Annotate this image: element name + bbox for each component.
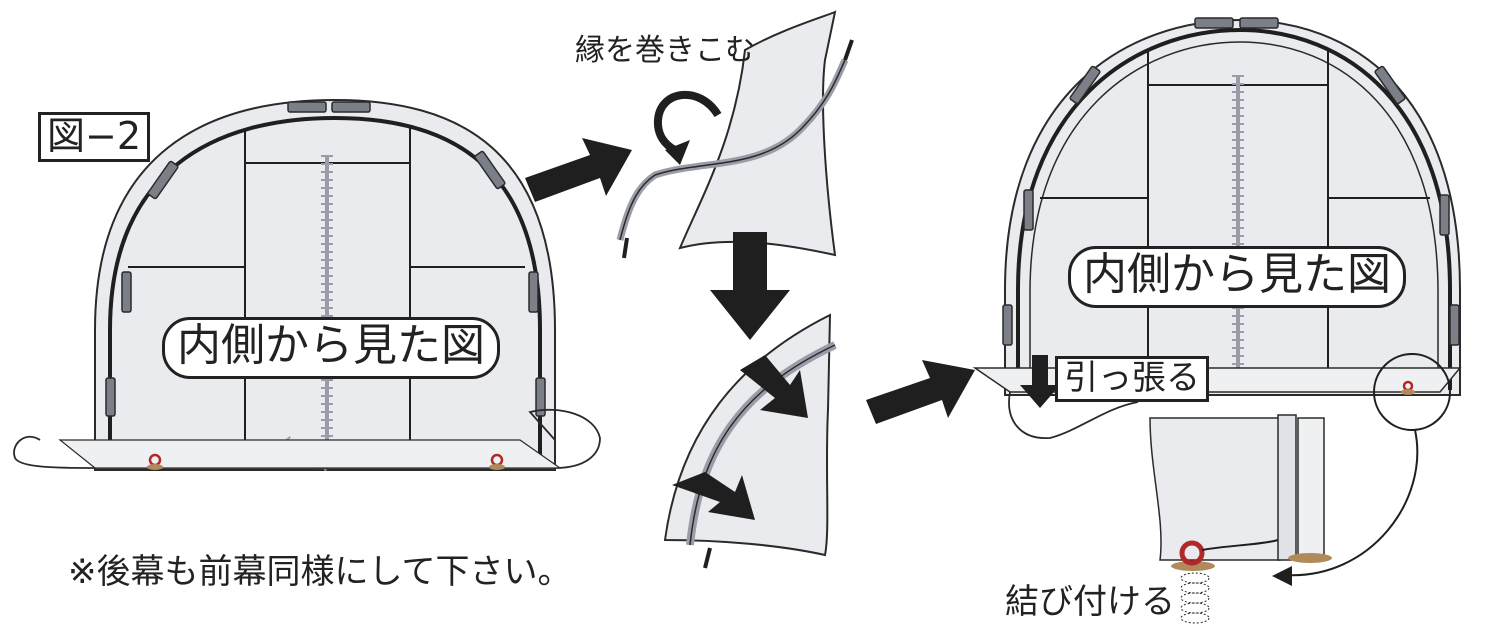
callout-arrow-head-icon (1272, 566, 1292, 586)
magnifier-circle (1373, 353, 1451, 431)
tie-detail-film (1149, 417, 1281, 561)
arrow-down-icon (710, 232, 790, 340)
curl-arrow-icon (653, 90, 722, 154)
roll-pipe-end-c (703, 547, 712, 569)
pull-label: 引っ張る (1055, 356, 1209, 402)
arrow-right-2-icon (866, 360, 975, 424)
tie-detail-ground-b (1171, 561, 1215, 571)
roll-step-bottom (663, 313, 837, 569)
ground-spring-icon (1180, 572, 1210, 624)
right-frame-pipe-outer (1016, 27, 1452, 390)
figure-label: 図−2 (38, 112, 151, 162)
curl-arrow-head-icon (665, 140, 690, 165)
arrow-diag-2-icon (672, 472, 755, 520)
inside-view-label-left: 内側から見た図 (162, 317, 500, 379)
right-frame-pipe-inner (1029, 41, 1439, 388)
tie-detail-ground (1288, 553, 1332, 563)
left-skirt-fill (58, 439, 562, 469)
roll-edge-bottom-outline (689, 344, 836, 546)
tie-ring-icon (1179, 540, 1205, 566)
right-panel-grid (1040, 50, 1430, 390)
left-frame-pipe (108, 115, 542, 465)
arrow-pull-down-icon (1020, 355, 1060, 408)
inside-view-label-right: 内側から見た図 (1068, 246, 1406, 308)
tie-detail-pipe-a (1277, 414, 1297, 561)
right-clips (1002, 17, 1460, 346)
roll-pipe-end-b (843, 39, 854, 61)
note-text: ※後幕も前幕同様にして下さい。 (68, 552, 572, 592)
left-rings (147, 453, 505, 470)
tie-detail-pipe-b (1297, 417, 1325, 561)
roll-edge-label: 縁を巻きこむ (575, 33, 755, 68)
roll-edge-top-outline (619, 59, 846, 241)
tie-label: 結び付ける (1005, 582, 1175, 622)
left-clips (105, 101, 546, 417)
flow-arrows (525, 138, 1060, 520)
tie-cord (1201, 539, 1279, 551)
callout-arrow-line (1284, 429, 1419, 577)
roll-step-top (616, 10, 854, 259)
arrow-right-1-icon (525, 138, 632, 202)
right-skirt-flap (1008, 391, 1139, 439)
right-peg-small (1401, 389, 1415, 395)
arrow-diag-1-icon (740, 355, 808, 418)
tie-detail (1149, 414, 1332, 624)
roll-pipe-end-a (622, 237, 629, 259)
roll-film-top (678, 10, 837, 257)
